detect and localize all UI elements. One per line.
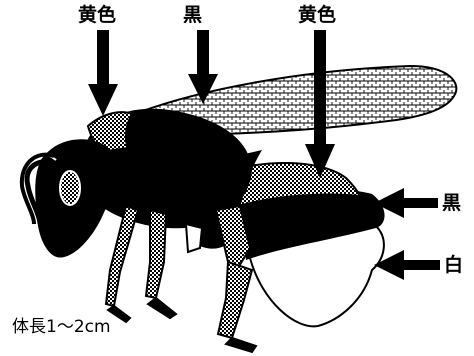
label-black-abdomen: 黒 xyxy=(442,194,461,213)
label-yellow-abdomen: 黄色 xyxy=(298,6,336,25)
down-arrow-icon xyxy=(88,30,118,116)
label-body-length: 体長1〜2cm xyxy=(12,319,111,336)
hind-leg-inner xyxy=(186,224,202,252)
front-leg-foot xyxy=(108,306,130,322)
mid-leg xyxy=(146,210,166,298)
hind-leg-tibia xyxy=(218,262,252,338)
front-leg xyxy=(106,206,138,306)
head xyxy=(22,140,115,256)
mid-leg-foot xyxy=(148,298,176,318)
hind-leg-foot xyxy=(226,338,256,352)
label-white-tip: 白 xyxy=(444,256,463,275)
label-black-top: 黒 xyxy=(183,6,202,25)
left-arrow-icon xyxy=(374,250,440,280)
compound-eye xyxy=(60,171,80,205)
label-yellow-thorax: 黄色 xyxy=(78,6,116,25)
